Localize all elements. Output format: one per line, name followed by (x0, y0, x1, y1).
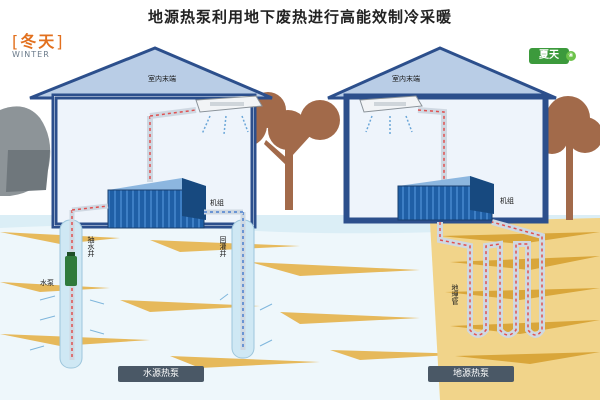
return-well-label: 回灌井 (219, 236, 227, 257)
right-unit-label: 机组 (500, 197, 514, 205)
summer-badge: 夏天 (529, 48, 569, 64)
left-heat-pump-unit (107, 178, 206, 229)
winter-label-en: WINTER (12, 50, 50, 59)
buried-pipe-label: 地埋管 (451, 284, 459, 305)
left-unit-label: 机组 (210, 199, 224, 207)
left-indoor-unit-label: 室内末端 (148, 75, 176, 83)
ground-loop-pipes (437, 219, 545, 338)
submersible-pump (65, 256, 77, 286)
left-indoor-unit (195, 95, 263, 113)
right-indoor-unit (359, 95, 423, 113)
winter-badge: [冬天] WINTER (12, 28, 84, 59)
right-indoor-unit-label: 室内末端 (392, 75, 420, 83)
right-heat-pump-unit (397, 176, 494, 221)
right-house (327, 46, 557, 224)
pump-label: 水泵 (40, 279, 54, 287)
leaf-icon: ❀ (566, 51, 576, 61)
water-source-caption: 水源热泵 (118, 366, 204, 382)
return-well (204, 209, 255, 359)
left-house (29, 46, 273, 229)
diagram-title: 地源热泵利用地下废热进行高能效制冷采暖 (147, 8, 452, 26)
pumping-well (59, 203, 109, 369)
winter-label: 冬天 (20, 32, 57, 51)
pumping-well-label: 抽水井 (87, 236, 95, 257)
ground-source-caption: 地源热泵 (428, 366, 514, 382)
